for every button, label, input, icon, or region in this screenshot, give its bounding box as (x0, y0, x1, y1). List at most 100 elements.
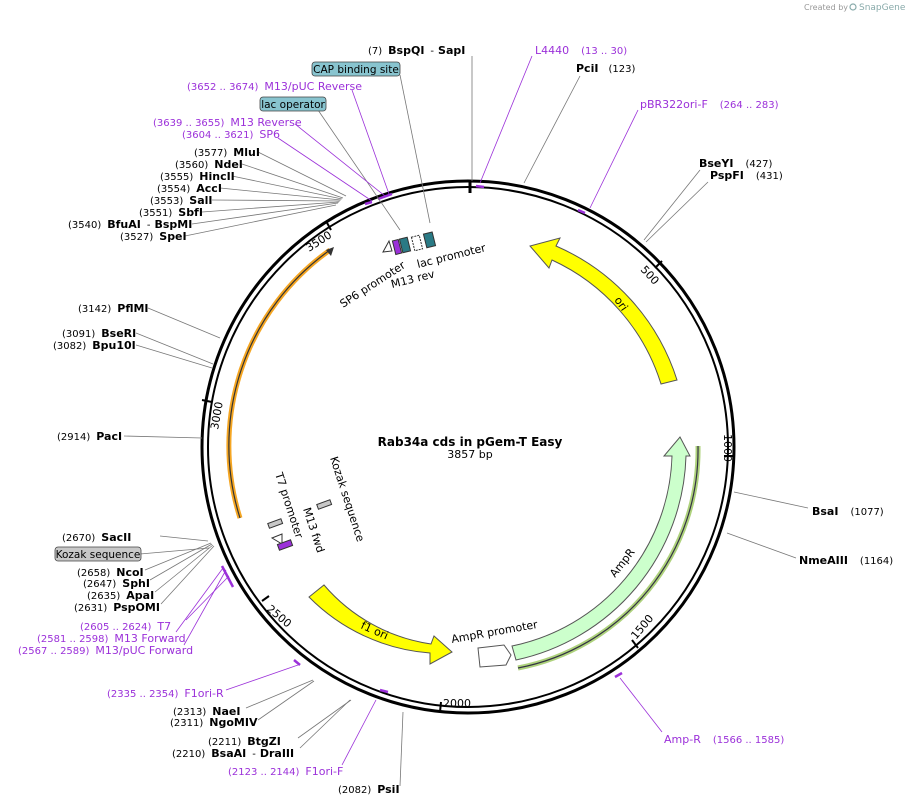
line-sali (211, 199, 341, 202)
primer-l4440[interactable]: L4440(13 .. 30) (535, 44, 627, 57)
pline-pbr322 (589, 109, 639, 209)
pline-m13fwd (175, 567, 224, 633)
primer-labels: L4440(13 .. 30) pBR322ori-F(264 .. 283) … (18, 44, 784, 778)
pline-m13puc (183, 569, 227, 646)
pline-m13rev (294, 123, 386, 197)
site-bsaai[interactable]: (2210)BsaAI-DraIII (172, 747, 294, 760)
map-title: Rab34a cds in pGem-T Easy (378, 435, 563, 449)
site-bpu10i[interactable]: (3082)Bpu10I (53, 339, 136, 352)
kozak-label-box[interactable] (54, 546, 142, 562)
site-ngomiv[interactable]: (2311)NgoMIV (170, 716, 258, 729)
line-apai (154, 544, 214, 593)
primer-ampr[interactable]: Amp-R(1566 .. 1585) (664, 733, 784, 746)
backbone-inner (207, 186, 729, 708)
site-bseyi[interactable]: BseYI(427) (699, 157, 772, 170)
cap-binding-label-box[interactable] (311, 61, 401, 77)
m13-fwd-box[interactable] (276, 539, 294, 551)
site-sphi[interactable]: (2647)SphI (83, 577, 150, 590)
primer-m13puc-fwd[interactable]: (2567 .. 2589)M13/pUC Forward (18, 644, 193, 657)
primer-f1ori-r[interactable]: (2335 .. 2354)F1ori-R (107, 687, 224, 700)
site-sbfi[interactable]: (3551)SbfI (139, 206, 203, 219)
site-sali[interactable]: (3553)SalI (150, 194, 212, 207)
primer-mark-f1ori-r (293, 659, 301, 666)
line-btgzi (297, 699, 352, 739)
pline-f1orif (341, 699, 377, 766)
line-pflmi (147, 307, 221, 339)
tick-2000 (439, 701, 442, 713)
site-psii[interactable]: (2082)PsiI (338, 783, 400, 796)
pline-ampr (619, 677, 663, 733)
primer-f1ori-f[interactable]: (2123 .. 2144)F1ori-F (228, 765, 343, 778)
site-pspfi[interactable]: PspFI(431) (710, 169, 783, 182)
primer-mark-sp6 (364, 200, 373, 206)
line-pspomi (160, 545, 215, 605)
cap-binding-box[interactable] (422, 231, 437, 249)
tick-500 (654, 260, 663, 269)
ampr-feature[interactable] (511, 436, 691, 661)
restriction-sites: (7)BspQI-SapI PciI(123) BseYI(427) PspFI… (53, 44, 893, 796)
tick-label-2000: 2000 (443, 697, 471, 710)
site-ndei[interactable]: (3560)NdeI (175, 158, 243, 171)
primer-m13puc-rev[interactable]: (3652 .. 3674)M13/pUC Reverse (187, 80, 362, 93)
primer-mark-l4440 (475, 184, 485, 189)
f1-ori-feature[interactable] (308, 584, 453, 665)
site-apai[interactable]: (2635)ApaI (87, 589, 154, 602)
lac-promoter-box[interactable] (410, 234, 424, 252)
primer-sp6[interactable]: (3604 .. 3621)SP6 (182, 128, 280, 141)
line-ncoi (144, 542, 212, 571)
primer-mark-m13-fwd (220, 565, 235, 588)
site-paci[interactable]: (2914)PacI (57, 430, 122, 443)
line-sphi (149, 543, 213, 581)
primer-mark-m13-rev (377, 192, 393, 201)
primer-connector-lines (175, 55, 663, 766)
primer-t7[interactable]: (2605 .. 2624)T7 (80, 620, 171, 633)
kozak-inner-label: Kozak sequence (327, 455, 367, 544)
site-bspqi[interactable]: (7)BspQI-SapI (368, 44, 465, 57)
site-nmeaiii[interactable]: NmeAIII(1164) (799, 554, 893, 567)
site-pflmi[interactable]: (3142)PflMI (78, 302, 149, 315)
kozak-box-small[interactable] (267, 518, 284, 529)
primer-mark-f1ori-f (379, 688, 389, 694)
site-sacii[interactable]: (2670)SacII (62, 531, 131, 544)
site-acci[interactable]: (3554)AccI (157, 182, 222, 195)
pline-f1orir (225, 664, 299, 691)
backbone-outer (200, 179, 736, 715)
ori-feature[interactable] (529, 237, 678, 385)
site-btgzi[interactable]: (2211)BtgZI (208, 735, 281, 748)
line-bpu10i (135, 344, 213, 369)
kozak-label: Kozak sequence (56, 549, 141, 561)
site-pcii[interactable]: PciI(123) (576, 62, 635, 75)
site-pspomi[interactable]: (2631)PspOMI (74, 601, 160, 614)
ampr-promoter-feature[interactable] (477, 644, 512, 668)
primer-marks (220, 184, 623, 694)
tick-label-3000: 3000 (208, 401, 226, 431)
site-bseri[interactable]: (3091)BseRI (62, 327, 136, 340)
line-mlui (257, 151, 347, 197)
sp6-promoter-icon[interactable] (382, 239, 393, 253)
site-mlui[interactable]: (3577)MluI (194, 146, 260, 159)
kozak-box-right[interactable] (316, 499, 333, 510)
m13-rev-box[interactable] (391, 238, 403, 256)
line-bsaai (299, 699, 351, 749)
line-nmeaiii (726, 532, 797, 559)
primer-pbr322[interactable]: pBR322ori-F(264 .. 283) (640, 98, 779, 111)
tick-label-1000: 1000 (721, 434, 734, 462)
site-bfuai[interactable]: (3540)BfuAI-BspMI (68, 218, 192, 231)
line-ndei (241, 163, 344, 199)
lac-operator-box[interactable] (398, 236, 412, 254)
site-naei[interactable]: (2313)NaeI (173, 705, 240, 718)
site-spei[interactable]: (3527)SpeI (120, 230, 187, 243)
site-hincii[interactable]: (3555)HincII (160, 170, 235, 183)
site-ncoi[interactable]: (2658)NcoI (77, 566, 144, 579)
t7-promoter-icon[interactable] (270, 533, 283, 545)
primer-m13-fwd[interactable]: (2581 .. 2598)M13 Forward (37, 632, 186, 645)
lac-operator-label-box[interactable] (259, 96, 327, 112)
insert-line (228, 249, 331, 519)
tick-3500 (325, 220, 332, 231)
site-bsai[interactable]: BsaI(1077) (812, 505, 884, 518)
mcs-bottom-cluster (267, 499, 333, 551)
created-by-label: Created by (804, 3, 848, 12)
primer-m13-rev[interactable]: (3639 .. 3655)M13 Reverse (153, 116, 302, 129)
line-psii (399, 711, 404, 787)
